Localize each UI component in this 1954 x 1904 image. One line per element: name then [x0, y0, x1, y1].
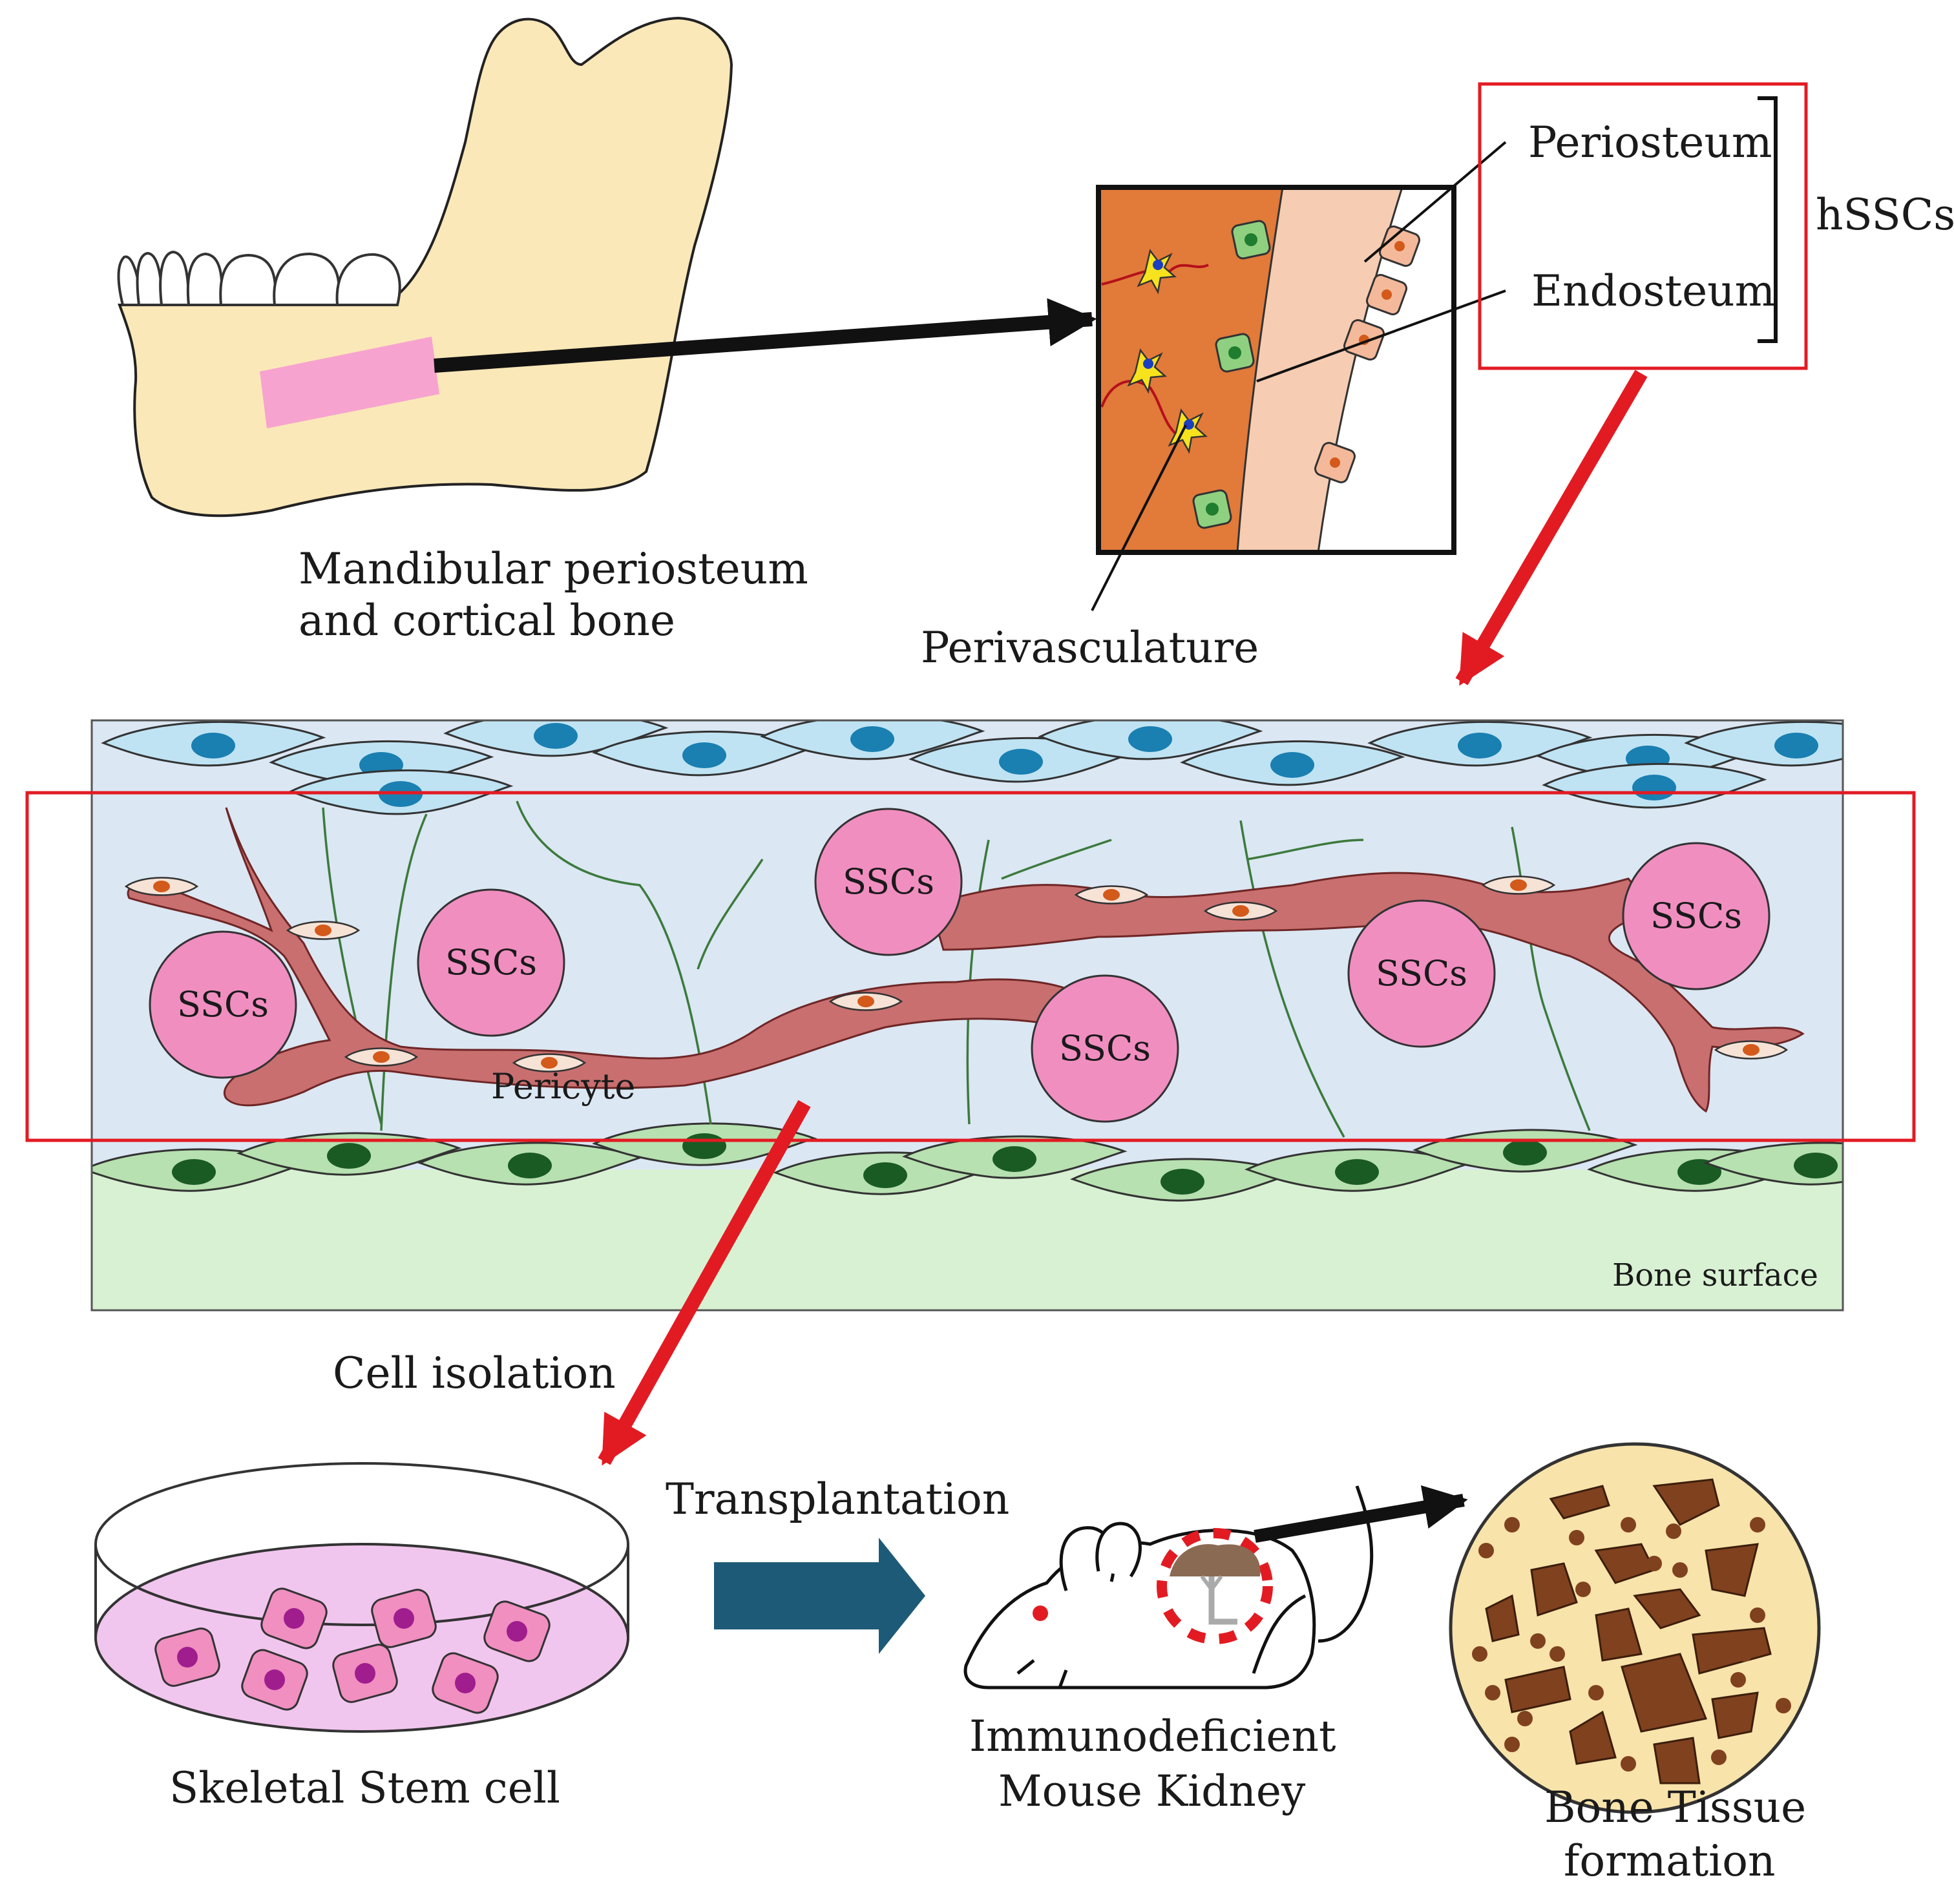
blood-vessel — [127, 807, 1067, 1107]
ssc-circle — [417, 888, 565, 1037]
skeletal-stem-cell-label: Skeletal Stem cell — [169, 1763, 560, 1813]
box-to-tissue-arrow — [1455, 370, 1648, 686]
bone-tissue-icon — [1449, 1442, 1821, 1814]
transplantation-label: Transplantation — [666, 1474, 1009, 1524]
bone-surface-label: Bone surface — [1612, 1257, 1818, 1293]
mandible-to-inset-arrow — [434, 298, 1097, 373]
ssc-circle — [1347, 899, 1496, 1048]
endosteum-label: Endosteum — [1531, 266, 1775, 316]
ssc-label: SSCs — [1650, 895, 1742, 936]
mandible-label-line2: and cortical bone — [299, 596, 675, 645]
mouse-icon — [963, 1485, 1374, 1690]
pericyte-label: Pericyte — [491, 1066, 635, 1107]
tooth-icon — [186, 252, 224, 306]
ssc-circle — [1622, 842, 1770, 990]
ssc-circle — [1031, 974, 1179, 1123]
ssc-label: SSCs — [843, 861, 934, 902]
mandible-label-line1: Mandibular periosteum — [299, 544, 808, 594]
blood-vessel — [929, 872, 1805, 1113]
kidney-icon — [1157, 1528, 1273, 1644]
ssc-label: SSCs — [1376, 953, 1467, 994]
sample-patch — [260, 337, 439, 428]
ssc-label: SSCs — [1059, 1028, 1151, 1069]
mouse-eye — [1033, 1606, 1048, 1621]
tooth-icon — [219, 253, 277, 306]
vascular-niche-box — [25, 791, 1916, 1142]
tooth-icon — [136, 251, 165, 306]
tooth-icon — [159, 250, 191, 306]
hsscs-box — [1478, 82, 1808, 370]
ssc-label: SSCs — [177, 984, 269, 1025]
perivasculature-label: Perivasculature — [921, 623, 1259, 673]
tooth-row — [117, 250, 401, 306]
mandible-icon — [118, 16, 733, 518]
cell-isolation-label: Cell isolation — [333, 1348, 616, 1398]
ssc-circle — [814, 808, 963, 956]
bone-tissue-label-line1: Bone Tissue — [1544, 1783, 1806, 1832]
kidney-to-bone-arrow — [1254, 1485, 1468, 1543]
mouse-label-line1: Immunodeficient — [969, 1711, 1336, 1761]
ssc-label: SSCs — [445, 942, 537, 983]
bone-tissue-label-line2: formation — [1564, 1836, 1776, 1886]
hsscs-bracket — [1758, 96, 1778, 343]
isolation-arrow — [598, 1100, 811, 1466]
periosteum-label: Periosteum — [1528, 118, 1772, 167]
hsscs-label: hSSCs — [1816, 190, 1954, 240]
tooth-icon — [273, 252, 341, 306]
transplantation-arrow — [714, 1538, 925, 1654]
ssc-circle — [149, 930, 297, 1079]
mouse-label-line2: Mouse Kidney — [998, 1766, 1306, 1816]
petri-dish-icon — [94, 1462, 629, 1733]
tissue-band — [90, 719, 1844, 1312]
tooth-icon — [335, 253, 401, 306]
